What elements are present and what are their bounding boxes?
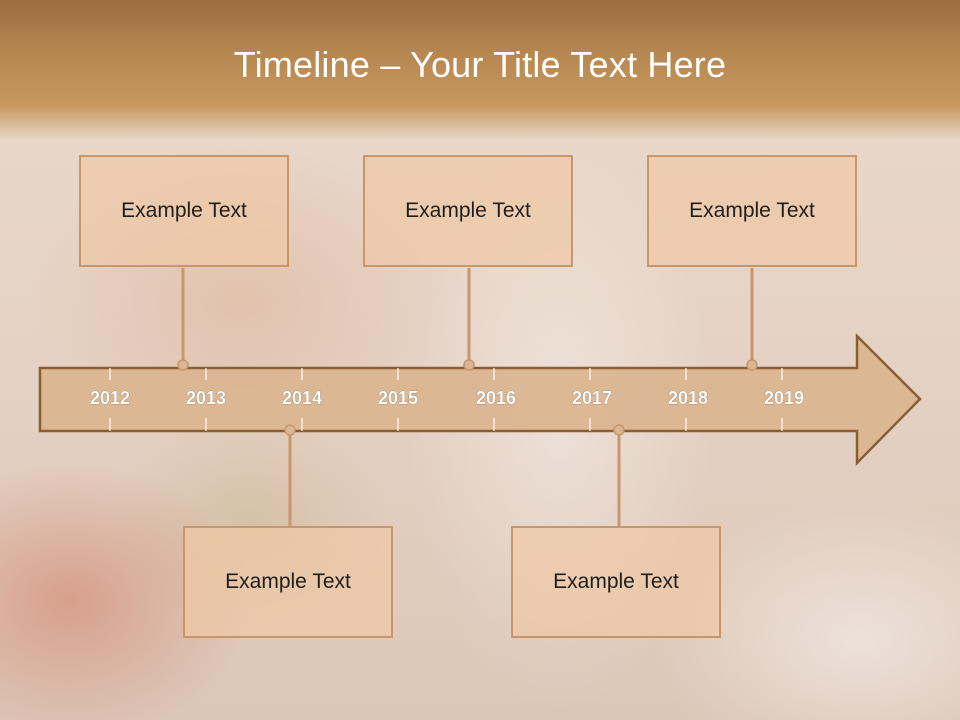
callout-bottom-2[interactable]: Example Text xyxy=(511,526,721,638)
year-label-2018: 2018 xyxy=(668,388,708,408)
callout-bottom-1[interactable]: Example Text xyxy=(183,526,393,638)
title-band xyxy=(0,0,960,140)
connector-dot-top-3 xyxy=(746,359,758,371)
year-label-2016: 2016 xyxy=(476,388,516,408)
connector-dot-bottom-1 xyxy=(284,424,296,436)
connector-dot-top-1 xyxy=(177,359,189,371)
year-label-2017: 2017 xyxy=(572,388,612,408)
callout-top-2[interactable]: Example Text xyxy=(363,155,573,267)
connector-dot-top-2 xyxy=(463,359,475,371)
timeline-arrow xyxy=(38,332,922,467)
connector-dot-bottom-2 xyxy=(613,424,625,436)
year-label-2012: 2012 xyxy=(90,388,130,408)
year-label-2013: 2013 xyxy=(186,388,226,408)
year-label-2015: 2015 xyxy=(378,388,418,408)
year-label-2019: 2019 xyxy=(764,388,804,408)
tick-marks xyxy=(109,368,783,431)
slide-title[interactable]: Timeline – Your Title Text Here xyxy=(233,44,727,85)
callout-top-1[interactable]: Example Text xyxy=(79,155,289,267)
callout-top-3[interactable]: Example Text xyxy=(647,155,857,267)
year-label-2014: 2014 xyxy=(282,388,322,408)
